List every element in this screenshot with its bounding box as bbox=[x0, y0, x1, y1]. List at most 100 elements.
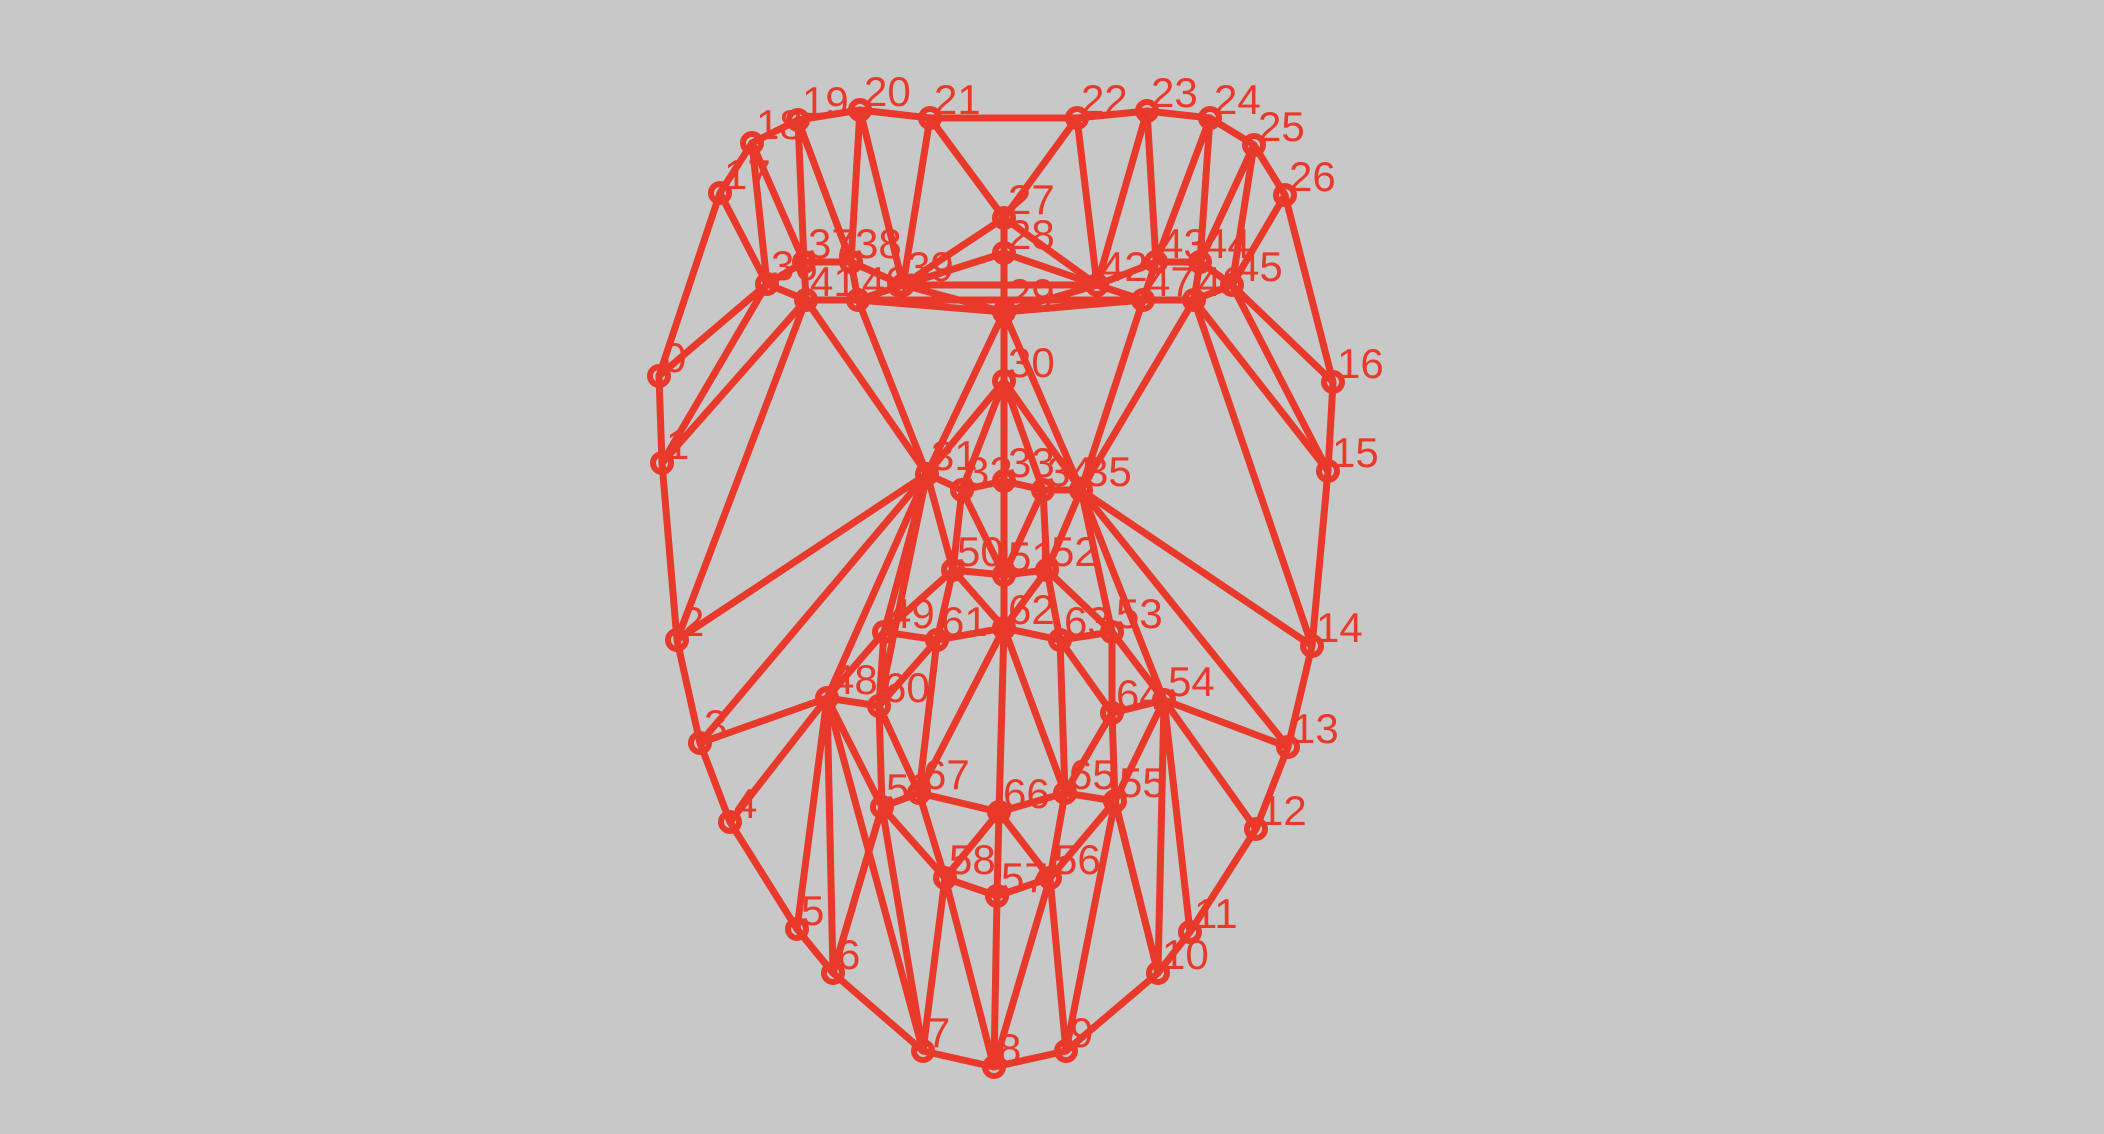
mesh-edge-8-57 bbox=[990, 892, 1001, 1071]
landmark-point-0 bbox=[647, 364, 671, 388]
mesh-edge-59-58 bbox=[878, 803, 949, 882]
landmark-label-34: 34 bbox=[1047, 448, 1094, 495]
mesh-edge-62-66 bbox=[995, 624, 1008, 816]
mesh-edge-30-35 bbox=[1000, 377, 1085, 494]
landmark-point-40 bbox=[846, 288, 870, 312]
landmark-label-59: 59 bbox=[886, 765, 933, 812]
mesh-edge-59-6 bbox=[829, 803, 886, 977]
mesh-edge-55-56 bbox=[1046, 797, 1119, 882]
mesh-edge-24-43 bbox=[1152, 114, 1214, 266]
landmark-label-42: 42 bbox=[1101, 243, 1148, 290]
landmark-point-43 bbox=[1144, 250, 1168, 274]
mesh-edge-22-27 bbox=[1000, 114, 1081, 222]
landmark-label-22: 22 bbox=[1081, 76, 1128, 123]
mesh-edge-18-36 bbox=[748, 139, 771, 288]
mesh-edge-66-57 bbox=[993, 808, 1003, 900]
landmark-label-46: 46 bbox=[1198, 258, 1245, 305]
landmark-label-28: 28 bbox=[1008, 211, 1055, 258]
landmark-point-44 bbox=[1188, 250, 1212, 274]
landmark-point-58 bbox=[933, 866, 957, 890]
landmark-point-25 bbox=[1242, 133, 1266, 157]
landmark-point-39 bbox=[891, 273, 915, 297]
mesh-edge-4-48 bbox=[726, 694, 831, 826]
mesh-edge-3-31 bbox=[696, 470, 931, 747]
mesh-edge-66-58 bbox=[941, 808, 1003, 882]
landmark-point-46 bbox=[1182, 288, 1206, 312]
landmark-label-32: 32 bbox=[966, 448, 1013, 495]
landmark-label-49: 49 bbox=[888, 590, 935, 637]
mesh-edge-28-42 bbox=[1000, 249, 1101, 289]
mesh-edge-34-51 bbox=[1000, 486, 1047, 579]
mesh-edge-35-47 bbox=[1077, 296, 1147, 494]
landmark-point-37 bbox=[792, 250, 816, 274]
mesh-edge-60-59 bbox=[875, 702, 886, 811]
landmark-label-12: 12 bbox=[1260, 787, 1307, 834]
mesh-edge-0-36 bbox=[655, 280, 771, 380]
mesh-edge-15-46 bbox=[1190, 296, 1332, 475]
landmark-point-7 bbox=[911, 1039, 935, 1063]
landmark-point-56 bbox=[1038, 866, 1062, 890]
mesh-edge-14-46 bbox=[1190, 296, 1316, 650]
landmark-point-50 bbox=[941, 558, 965, 582]
landmark-label-39: 39 bbox=[907, 243, 954, 290]
mesh-edge-18-37 bbox=[748, 139, 808, 266]
mesh-edge-12-54 bbox=[1160, 696, 1260, 833]
mesh-edge-31-60 bbox=[875, 470, 931, 710]
landmark-label-7: 7 bbox=[927, 1009, 950, 1056]
landmark-label-18: 18 bbox=[756, 101, 803, 148]
mesh-edge-22-42 bbox=[1073, 114, 1101, 289]
landmark-label-8: 8 bbox=[998, 1025, 1021, 1072]
landmark-label-33: 33 bbox=[1008, 439, 1055, 486]
landmark-point-67 bbox=[907, 781, 931, 805]
mesh-edge-26-45 bbox=[1228, 191, 1289, 289]
mesh-edge-66-56 bbox=[995, 808, 1054, 882]
landmark-label-43: 43 bbox=[1160, 220, 1207, 267]
mesh-edge-13-35 bbox=[1077, 486, 1292, 751]
landmark-label-52: 52 bbox=[1051, 528, 1098, 575]
landmark-point-23 bbox=[1135, 99, 1159, 123]
landmark-label-20: 20 bbox=[864, 68, 911, 115]
landmark-label-65: 65 bbox=[1069, 751, 1116, 798]
mesh-edge-6-48 bbox=[823, 694, 837, 977]
mesh-edge-3-48 bbox=[696, 694, 831, 747]
mesh-edge-13-14 bbox=[1284, 642, 1316, 751]
mesh-edge-30-32 bbox=[958, 377, 1008, 494]
mesh-edge-25-44 bbox=[1196, 141, 1258, 266]
mesh-edge-31-40 bbox=[854, 296, 931, 478]
landmark-point-47 bbox=[1131, 288, 1155, 312]
landmark-label-63: 63 bbox=[1064, 598, 1111, 645]
landmark-point-38 bbox=[839, 250, 863, 274]
mesh-edge-14-35 bbox=[1077, 486, 1316, 650]
landmark-label-26: 26 bbox=[1289, 153, 1336, 200]
mesh-edge-52-62 bbox=[1000, 566, 1051, 632]
landmark-point-10 bbox=[1146, 961, 1170, 985]
landmark-point-26 bbox=[1273, 183, 1297, 207]
mesh-edge-2-41 bbox=[673, 296, 810, 644]
landmark-point-24 bbox=[1198, 106, 1222, 130]
mesh-edge-31-41 bbox=[802, 296, 931, 478]
mesh-nodes bbox=[647, 98, 1345, 1079]
mesh-edge-16-45 bbox=[1228, 281, 1337, 386]
landmark-label-47: 47 bbox=[1147, 258, 1194, 305]
mesh-edge-9-55 bbox=[1062, 797, 1119, 1055]
landmark-point-8 bbox=[982, 1055, 1006, 1079]
mesh-edge-29-31 bbox=[923, 308, 1008, 478]
landmark-point-60 bbox=[867, 694, 891, 718]
mesh-edge-27-42 bbox=[1000, 214, 1101, 289]
landmark-label-0: 0 bbox=[663, 334, 686, 381]
landmark-point-31 bbox=[915, 462, 939, 486]
landmark-point-51 bbox=[992, 563, 1016, 587]
mesh-edge-15-45 bbox=[1228, 281, 1332, 475]
landmark-point-2 bbox=[665, 628, 689, 652]
landmark-point-6 bbox=[821, 961, 845, 985]
landmark-point-11 bbox=[1178, 920, 1202, 944]
landmark-label-27: 27 bbox=[1008, 176, 1055, 223]
mesh-edge-25-45 bbox=[1228, 141, 1258, 289]
landmark-label-4: 4 bbox=[734, 780, 757, 827]
mesh-edge-48-59 bbox=[823, 694, 886, 811]
mesh-edge-16-26 bbox=[1281, 191, 1337, 386]
landmark-point-57 bbox=[985, 884, 1009, 908]
landmark-label-55: 55 bbox=[1119, 759, 1166, 806]
landmark-point-61 bbox=[925, 628, 949, 652]
